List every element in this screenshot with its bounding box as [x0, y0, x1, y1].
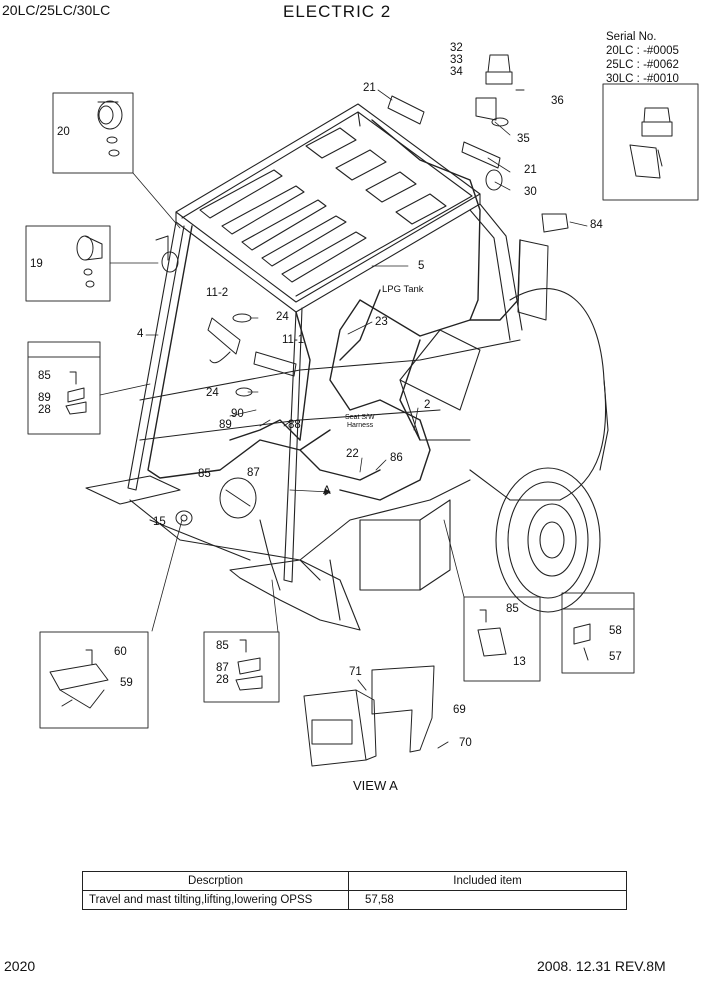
- inset-frames: [25, 83, 699, 729]
- callout: 22: [346, 448, 359, 460]
- view-a-label: VIEW A: [353, 778, 398, 793]
- horn-15: [175, 510, 193, 526]
- page-title: ELECTRIC 2: [283, 2, 392, 21]
- callout: 28: [216, 674, 229, 686]
- callout: 28: [38, 404, 51, 416]
- pointers: [289, 488, 331, 496]
- callout: 34: [450, 66, 463, 78]
- callout: 85: [506, 603, 519, 615]
- page-number: 2020: [4, 958, 36, 974]
- table-row: Travel and mast tilting,lifting,lowering…: [82, 890, 627, 910]
- callout: 11-2: [206, 287, 229, 299]
- serial-line: 20LC : -#0005: [606, 45, 679, 57]
- callout: 87: [247, 467, 260, 479]
- switch-57-58: [573, 623, 591, 661]
- callout: 58: [609, 625, 622, 637]
- callout: 89: [219, 419, 232, 431]
- callout: 15: [153, 516, 166, 528]
- callout: 2: [424, 399, 431, 411]
- callout: 13: [513, 656, 526, 668]
- callout: 86: [390, 452, 403, 464]
- callout: 19: [30, 258, 43, 270]
- callout: 30: [524, 186, 537, 198]
- callout: 21: [363, 82, 376, 94]
- revision-date: 2008. 12.31 REV.8M: [537, 958, 666, 974]
- callout: 36: [551, 95, 564, 107]
- guard-posts: [127, 111, 523, 583]
- table-header: Included item: [348, 871, 627, 891]
- callout: 24: [276, 311, 289, 323]
- callout: 5: [418, 260, 425, 272]
- callout: 89: [38, 392, 51, 404]
- callout: 84: [590, 219, 603, 231]
- table-cell-description: Travel and mast tilting,lifting,lowering…: [82, 890, 349, 910]
- pedal-59-60: [49, 649, 109, 709]
- callout: 88: [288, 419, 301, 431]
- callout: 60: [114, 646, 127, 658]
- callout: 59: [120, 677, 133, 689]
- callout: 23: [375, 316, 388, 328]
- serial-heading: Serial No.: [606, 31, 657, 43]
- callout: 24: [206, 387, 219, 399]
- callout: 4: [137, 328, 144, 340]
- callout: 69: [453, 704, 466, 716]
- bracket-13: [477, 609, 507, 657]
- callout: 21: [524, 164, 537, 176]
- callout: 32: [450, 42, 463, 54]
- callout: 11-1: [282, 334, 305, 346]
- beacon-32: [475, 54, 673, 179]
- callout: 87: [216, 662, 229, 674]
- serial-line: 25LC : -#0062: [606, 59, 679, 71]
- serial-number-note: Serial No. 20LC : -#0005 25LC : -#0062 3…: [606, 30, 679, 86]
- rear-lamps-21: [387, 95, 569, 321]
- serial-line: 30LC : -#0010: [606, 73, 679, 85]
- callout: 33: [450, 54, 463, 66]
- lpg-tank-note: LPG Tank: [382, 284, 424, 295]
- table-cell-items: 57,58: [348, 890, 627, 910]
- overhead-guard: [175, 103, 481, 313]
- callout: 20: [57, 126, 70, 138]
- callout: 90: [231, 408, 244, 420]
- truck-body: [85, 288, 609, 631]
- work-lamp-20: [97, 100, 123, 157]
- leader-lines: [99, 89, 588, 633]
- controller-view-a: [303, 665, 449, 767]
- callout: 71: [349, 666, 362, 678]
- callout: 85: [38, 370, 51, 382]
- seat-switch-note: Harness: [347, 422, 374, 429]
- work-lamp-19: [76, 235, 179, 288]
- callout: 85: [198, 468, 211, 480]
- view-marker: A: [323, 485, 331, 497]
- wiring-harness: [147, 119, 521, 501]
- opss-description-table: Descrption Included item Travel and mast…: [82, 871, 627, 910]
- model-code: 20LC/25LC/30LC: [2, 2, 111, 18]
- callout: 57: [609, 651, 622, 663]
- clip-87-28: [235, 639, 263, 691]
- table-header: Descrption: [82, 871, 349, 891]
- callout: 35: [517, 133, 530, 145]
- switch-levers-11: [207, 313, 297, 397]
- clip-85-89-28: [65, 371, 87, 415]
- seat-switch-note: Seat S/W: [345, 414, 375, 421]
- buzzer-87: [219, 477, 257, 519]
- table-header-row: Descrption Included item: [82, 871, 627, 891]
- callout: 85: [216, 640, 229, 652]
- rear-wheel: [495, 467, 601, 613]
- callout: 70: [459, 737, 472, 749]
